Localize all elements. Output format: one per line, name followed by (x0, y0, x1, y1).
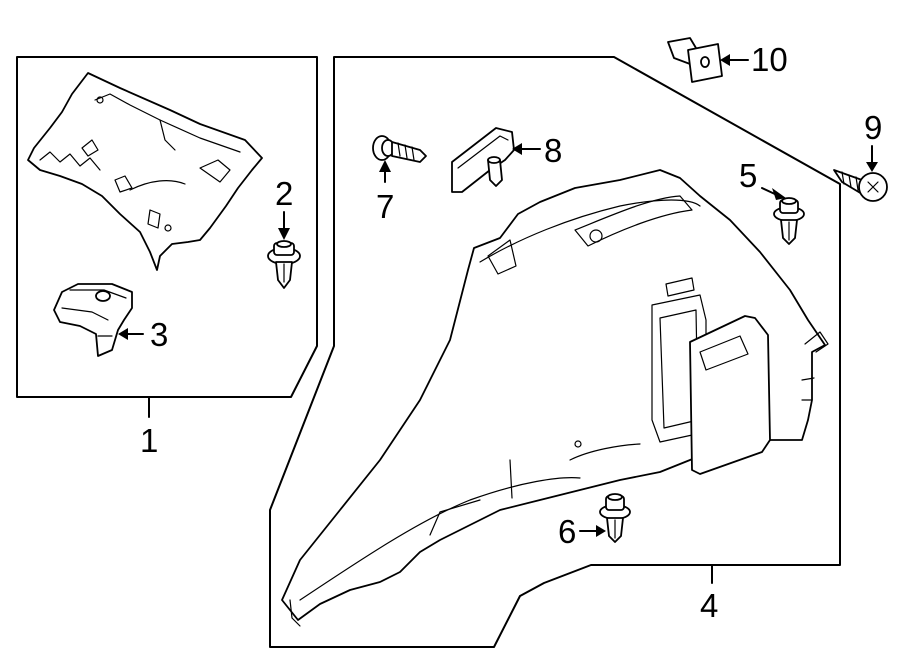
group-box-1 (16, 56, 318, 398)
callout-9: 9 (864, 109, 882, 146)
callout-10: 10 (751, 41, 788, 78)
nut-clip-part-10 (667, 37, 749, 83)
callout-3: 3 (150, 316, 168, 353)
quarter-trim-panel-part-4 (281, 169, 829, 627)
callout-1: 1 (140, 422, 158, 459)
callout-6: 6 (558, 513, 576, 550)
hook-bracket-part-8 (451, 127, 541, 193)
group-box-4 (269, 56, 841, 648)
push-clip-part-5 (761, 187, 805, 245)
callout-7: 7 (376, 188, 394, 225)
access-cover-part-4 (689, 315, 771, 475)
bolt-part-7 (372, 135, 427, 183)
retainer-bracket-part-3 (53, 283, 144, 357)
callout-4: 4 (700, 587, 718, 624)
push-clip-part-2 (267, 211, 301, 289)
callout-5: 5 (739, 157, 757, 194)
upper-trim-panel-part-1 (27, 72, 263, 271)
screw-part-9 (833, 145, 888, 202)
callout-8: 8 (544, 132, 562, 169)
callout-2: 2 (275, 175, 293, 212)
push-clip-part-6 (579, 493, 631, 543)
